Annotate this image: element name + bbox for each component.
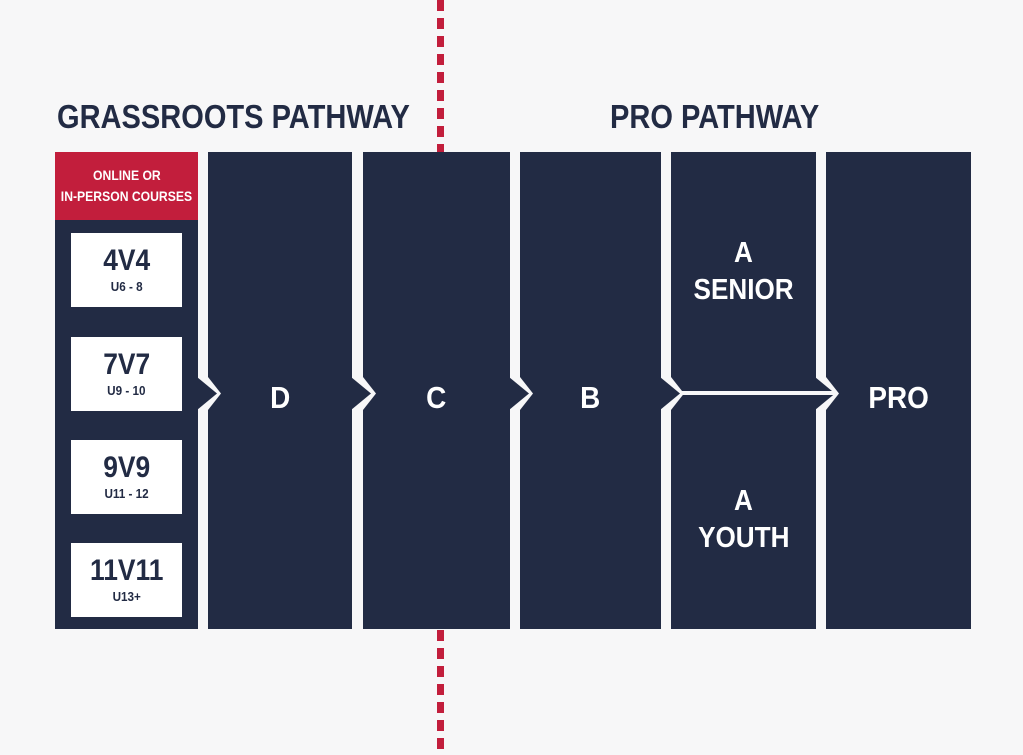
- grassroots-pathway-title: GRASSROOTS PATHWAY: [57, 98, 410, 135]
- license-letter-wrap: B: [520, 152, 661, 629]
- license-column-d: D: [208, 152, 352, 629]
- a-youth-line2: YOUTH: [697, 522, 790, 554]
- license-column-b: B: [520, 152, 661, 629]
- a-senior-line1: A: [734, 236, 753, 269]
- courses-header-line2: IN-PERSON COURSES: [60, 188, 193, 204]
- courses-header: ONLINE OR IN-PERSON COURSES: [55, 152, 198, 220]
- grassroots-courses-column: ONLINE OR IN-PERSON COURSES 4V4 U6 - 8 7…: [55, 152, 198, 629]
- course-format: 9V9: [103, 451, 150, 484]
- license-column-a: A SENIOR A YOUTH: [671, 152, 816, 629]
- course-card-11v11: 11V11 U13+: [71, 543, 182, 617]
- a-senior-line2: SENIOR: [693, 273, 794, 306]
- course-format: 4V4: [103, 244, 150, 277]
- license-a-youth: A YOUTH: [671, 395, 816, 629]
- pro-pathway-title: PRO PATHWAY: [610, 98, 820, 135]
- license-b-label: B: [580, 379, 601, 415]
- course-format: 11V11: [89, 554, 164, 587]
- license-letter-wrap: C: [363, 152, 510, 629]
- license-column-pro: PRO: [826, 152, 971, 629]
- a-to-pro-arrow-line: [680, 391, 835, 395]
- divider-dashed-line-top: [437, 0, 444, 152]
- license-column-c: C: [363, 152, 510, 629]
- license-a-senior: A SENIOR: [671, 152, 816, 391]
- a-youth-line1: A: [734, 485, 753, 517]
- license-letter-wrap: D: [208, 152, 352, 629]
- license-pro-label: PRO: [868, 379, 929, 415]
- course-age-range: U11 - 12: [104, 486, 149, 501]
- course-age-range: U9 - 10: [107, 383, 146, 398]
- license-d-label: D: [269, 379, 291, 415]
- license-c-label: C: [426, 379, 447, 415]
- license-letter-wrap: PRO: [826, 152, 971, 629]
- course-card-4v4: 4V4 U6 - 8: [71, 233, 182, 307]
- divider-dashed-line-bottom: [437, 630, 444, 755]
- course-format: 7V7: [103, 348, 150, 381]
- course-card-9v9: 9V9 U11 - 12: [71, 440, 182, 514]
- course-age-range: U6 - 8: [110, 279, 143, 294]
- course-card-7v7: 7V7 U9 - 10: [71, 337, 182, 411]
- courses-header-line1: ONLINE OR: [92, 167, 161, 183]
- course-age-range: U13+: [112, 589, 141, 604]
